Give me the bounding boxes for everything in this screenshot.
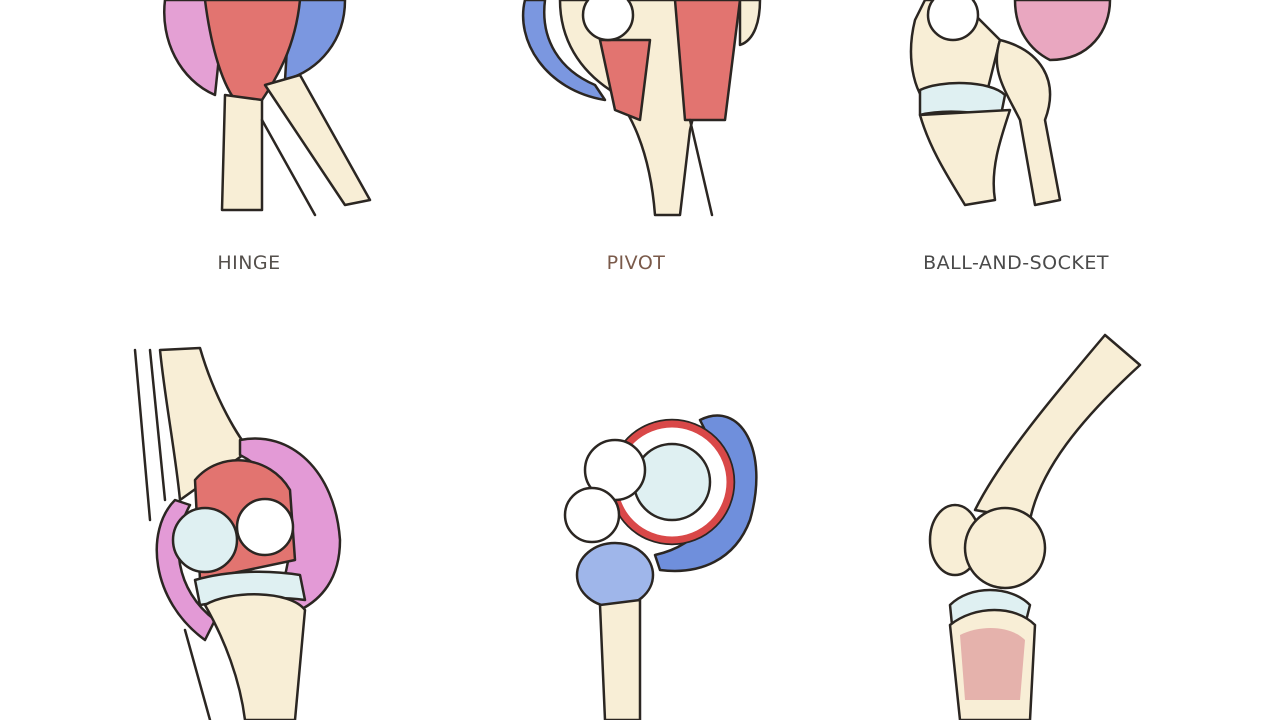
saddle-joint-illustration [563,414,758,720]
hinge-joint-illustration [163,0,372,217]
ball-and-socket-illustration [909,0,1112,207]
label-pivot: PIVOT [606,252,666,274]
knee-joint-illustration [133,346,342,720]
label-ball-and-socket: BALL-AND-SOCKET [923,252,1109,274]
elbow-joint-illustration [928,333,1142,720]
label-hinge: HINGE [217,252,281,274]
pivot-joint-illustration [521,0,762,217]
